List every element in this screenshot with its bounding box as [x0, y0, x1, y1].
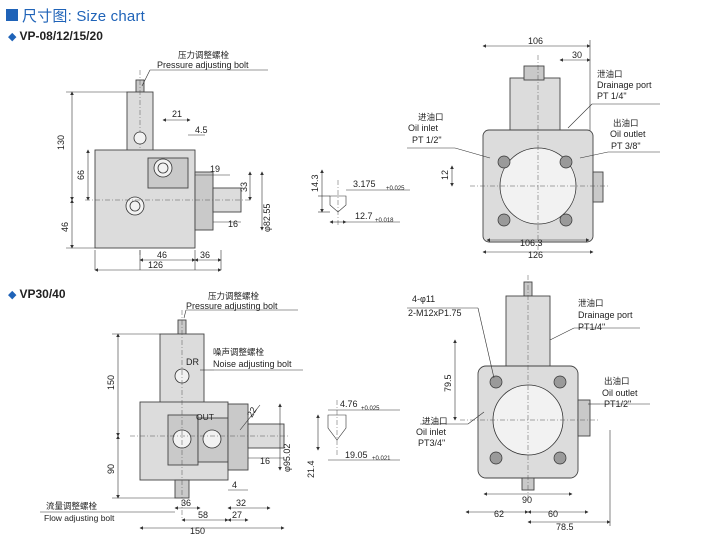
dim-19-05-tol: +0.021 [372, 456, 391, 462]
outlet-cn-2: 出油口 [604, 376, 630, 386]
dim-126-front: 126 [528, 250, 543, 260]
dim-12-7: 12.7 [355, 211, 373, 221]
outlet-en-1: Oil outlet [610, 129, 646, 139]
holes-4-phi-11: 4-φ11 [412, 294, 435, 304]
dim-90-front: 90 [522, 495, 532, 505]
dim-4: 4 [232, 480, 237, 490]
dim-19: 19 [210, 164, 220, 174]
flow-bolt-en: Flow adjusting bolt [44, 513, 115, 523]
page-title: 尺寸图: Size chart [22, 7, 146, 25]
drain-en-2: Drainage port [578, 310, 633, 320]
noise-bolt-en: Noise adjusting bolt [213, 359, 292, 369]
vp30-front-view: 79.5 90 62 60 78.5 4-φ11 2-M12xP1.75 泄油口… [407, 275, 650, 532]
dim-phi-82-55: φ82.55 [262, 204, 272, 232]
drain-en-1: Drainage port [597, 80, 652, 90]
vp30-key-detail: 4.76 +0.025 21.4 19.05 +0.021 [306, 399, 400, 478]
out-label: OUT [196, 412, 214, 422]
dim-12: 12 [440, 170, 450, 180]
inlet-en-2: Oil inlet [416, 427, 447, 437]
outlet-pt-1: PT 3/8" [611, 141, 641, 151]
dim-66: 66 [76, 170, 86, 180]
dim-22: 22 [245, 405, 259, 419]
dim-12-7-tol: +0.018 [375, 218, 394, 224]
dim-60: 60 [548, 509, 558, 519]
dim-21: 21 [172, 109, 182, 119]
dim-16-vp30: 16 [260, 456, 270, 466]
page-header: 尺寸图: Size chart [6, 6, 146, 25]
dim-126-side: 126 [148, 260, 163, 270]
dim-33: 33 [239, 182, 249, 192]
inlet-pt-2: PT3/4" [418, 438, 445, 448]
dim-32: 32 [236, 498, 246, 508]
outlet-cn-1: 出油口 [613, 118, 639, 128]
drain-pt-2: PT1/4" [578, 322, 605, 332]
dim-4-76-tol: +0.025 [361, 406, 380, 412]
dim-19-05: 19.05 [345, 450, 368, 460]
dim-36-vp30: 36 [181, 498, 191, 508]
shaft-flange [194, 171, 214, 231]
dim-21-4: 21.4 [306, 460, 316, 478]
inlet-en-1: Oil inlet [408, 123, 439, 133]
model-vp08-text: VP-08/12/15/20 [19, 29, 103, 43]
dim-150-v: 150 [106, 375, 116, 390]
dim-130: 130 [56, 135, 66, 150]
dim-106-3: 106.3 [520, 238, 543, 248]
vp08-key-detail: 14.3 3.175 +0.025 12.7 +0.018 [310, 169, 410, 225]
dim-62: 62 [494, 509, 504, 519]
inlet-cn-1: 进油口 [418, 112, 444, 122]
drain-pt-1: PT 1/4" [597, 91, 627, 101]
outlet-en-2: Oil outlet [602, 388, 638, 398]
dim-phi-95-02: φ95.02 [282, 444, 292, 472]
dim-4-76: 4.76 [340, 399, 358, 409]
vp08-front-view: 106 30 12 106.3 126 泄油口 Drainage port PT… [407, 36, 660, 260]
drain-cn-1: 泄油口 [597, 69, 623, 79]
dim-14-3: 14.3 [310, 174, 320, 192]
dim-150-h: 150 [190, 526, 205, 536]
thread-m12: 2-M12xP1.75 [408, 308, 462, 318]
dim-4-5: 4.5 [195, 125, 208, 135]
pressure-bolt-cn-2: 压力调整螺栓 [208, 291, 260, 301]
dim-30: 30 [572, 50, 582, 60]
pressure-bolt-cn: 压力调整螺栓 [178, 50, 230, 60]
pressure-bolt-en: Pressure adjusting bolt [157, 60, 249, 70]
dim-58: 58 [198, 510, 208, 520]
dim-3-175: 3.175 [353, 179, 376, 189]
dim-90-v: 90 [106, 464, 116, 474]
dim-36: 36 [200, 250, 210, 260]
header-square-icon [6, 9, 18, 21]
dim-3-175-tol: +0.025 [386, 186, 405, 192]
model-label-vp30: ◆ VP30/40 [8, 287, 66, 301]
pressure-bolt-en-2: Pressure adjusting bolt [186, 301, 278, 311]
dim-79-5: 79.5 [443, 374, 453, 392]
flow-bolt-cn: 流量调整螺栓 [46, 501, 98, 511]
noise-bolt-cn: 噪声调整螺栓 [213, 347, 265, 357]
model-vp30-text: VP30/40 [19, 287, 66, 301]
model-label-vp08: ◆ VP-08/12/15/20 [8, 29, 103, 43]
diamond-icon: ◆ [8, 288, 17, 301]
diamond-icon: ◆ [8, 30, 17, 43]
dim-46-bottom: 46 [157, 250, 167, 260]
dim-27: 27 [232, 510, 242, 520]
dim-106: 106 [528, 36, 543, 46]
vp30-side-view: DR OUT 150 90 22 16 φ95.02 4 36 58 27 32… [40, 291, 303, 536]
dr-label: DR [186, 357, 199, 367]
inlet-cn-2: 进油口 [422, 416, 448, 426]
dim-46-left: 46 [60, 222, 70, 232]
vp08-side-view: 130 66 46 21 4.5 19 33 φ82.55 16 46 36 [56, 50, 272, 272]
dim-16: 16 [228, 219, 238, 229]
dim-78-5: 78.5 [556, 522, 574, 532]
drain-cn-2: 泄油口 [578, 298, 604, 308]
inlet-pt-1: PT 1/2" [412, 135, 442, 145]
outlet-pt-2: PT1/2" [604, 399, 631, 409]
